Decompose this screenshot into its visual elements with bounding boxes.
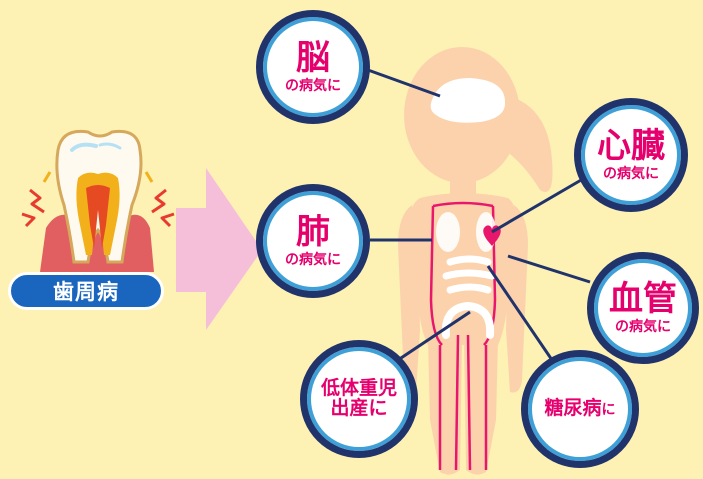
bubble-title: 肺 [296,211,330,252]
bubble-line-2: 出産に [330,397,388,419]
bubble-subtitle: の病気に [603,165,659,182]
bubble-title: 脳 [296,37,330,78]
bubble-line-1: 低体重児 [320,377,397,400]
lung-disease-bubble: 肺 の病気に [256,184,370,298]
brain-disease-bubble: 脳 の病気に [256,10,370,124]
bubble-title: 心臓 [597,125,665,166]
tooth-icon [21,129,175,272]
low-birth-weight-bubble: 低体重児 出産に [300,340,418,458]
bubble-subtitle: の病気に [615,318,671,335]
intestine [442,255,496,294]
periodontal-disease-label: 歯周病 [8,272,164,310]
vascular-disease-bubble: 血管 の病気に [587,252,699,364]
connector-lines [367,68,591,362]
uterus [441,301,495,339]
bubble-suffix: に [601,402,616,419]
heart-disease-bubble: 心臓 の病気に [574,98,688,212]
arrow-right-icon [176,168,262,330]
bubble-title: 糖尿病 [544,397,602,420]
body-silhouette [398,47,553,475]
diabetes-bubble: 糖尿病に [521,350,639,468]
bubble-subtitle: の病気に [285,77,341,94]
brain-icon [430,78,506,123]
bubble-title: 血管 [609,278,677,319]
bubble-subtitle: の病気に [285,251,341,268]
bubble-title-row: 糖尿病に [544,397,616,420]
